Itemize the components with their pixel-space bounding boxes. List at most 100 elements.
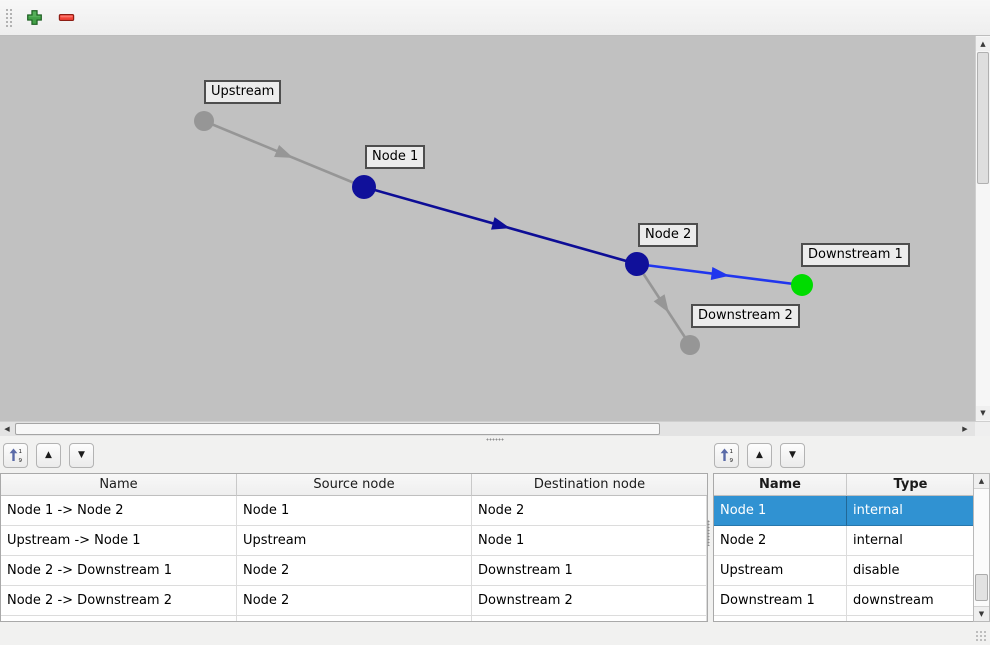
table-cell[interactable]: downstream bbox=[847, 586, 974, 616]
svg-text:9: 9 bbox=[729, 458, 733, 463]
table-cell[interactable]: Downstream 2 bbox=[472, 586, 707, 616]
table-cell[interactable]: disable bbox=[847, 556, 974, 586]
graph-svg bbox=[194, 111, 813, 355]
scroll-right-icon[interactable]: ▶ bbox=[962, 425, 968, 433]
graph-node[interactable] bbox=[680, 335, 700, 355]
table-cell[interactable]: Node 1 bbox=[472, 526, 707, 556]
column-header[interactable]: Source node bbox=[237, 474, 472, 496]
table-cell[interactable]: Node 2 bbox=[714, 526, 847, 556]
edge-arrow-icon bbox=[274, 144, 294, 158]
empty-row bbox=[714, 616, 974, 621]
node-label[interactable]: Upstream bbox=[204, 80, 282, 104]
remove-button[interactable] bbox=[53, 5, 79, 31]
table-cell[interactable]: Node 2 -> Downstream 1 bbox=[1, 556, 237, 586]
column-header[interactable]: Type bbox=[847, 474, 974, 496]
sort-ascending-icon: 1 9 bbox=[720, 448, 733, 463]
table-cell[interactable]: Upstream -> Node 1 bbox=[1, 526, 237, 556]
node-label[interactable]: Downstream 2 bbox=[691, 304, 800, 328]
horizontal-pane-splitter[interactable] bbox=[0, 436, 990, 443]
sort-ascending-icon: 1 9 bbox=[9, 448, 22, 463]
toolbar-grip[interactable] bbox=[4, 6, 13, 29]
table-cell[interactable]: Node 2 bbox=[237, 556, 472, 586]
add-button[interactable] bbox=[21, 5, 47, 31]
edges-move-down-button[interactable]: ▼ bbox=[69, 443, 94, 468]
table-cell[interactable]: internal bbox=[847, 526, 974, 556]
vertical-pane-splitter[interactable] bbox=[707, 520, 710, 546]
table-cell[interactable]: Node 2 bbox=[472, 496, 707, 526]
svg-text:9: 9 bbox=[18, 458, 22, 463]
scrollbar-corner bbox=[975, 421, 990, 436]
scroll-down-icon[interactable]: ▼ bbox=[976, 406, 990, 420]
down-arrow-icon: ▼ bbox=[789, 450, 796, 460]
nodes-table-scrollbar[interactable]: ▲ ▼ bbox=[973, 473, 990, 622]
graph-node[interactable] bbox=[352, 175, 376, 199]
up-arrow-icon: ▲ bbox=[756, 450, 763, 460]
canvas-horizontal-scrollbar[interactable]: ◀ ▶ bbox=[0, 421, 975, 436]
table-cell[interactable]: Node 2 bbox=[237, 586, 472, 616]
table-cell[interactable]: Downstream 1 bbox=[714, 586, 847, 616]
edges-sort-button[interactable]: 1 9 bbox=[3, 443, 28, 468]
edges-move-up-button[interactable]: ▲ bbox=[36, 443, 61, 468]
main-toolbar bbox=[0, 0, 990, 36]
canvas-hscroll-row: ◀ ▶ bbox=[0, 421, 990, 436]
canvas-vertical-scrollbar[interactable]: ▲ ▼ bbox=[975, 36, 990, 421]
table-cell[interactable]: Node 1 -> Node 2 bbox=[1, 496, 237, 526]
window-resize-grip[interactable] bbox=[975, 630, 987, 642]
table-cell[interactable]: Upstream bbox=[237, 526, 472, 556]
column-header[interactable]: Name bbox=[1, 474, 237, 496]
scroll-up-icon[interactable]: ▲ bbox=[974, 474, 989, 489]
table-cell[interactable]: Downstream 1 bbox=[472, 556, 707, 586]
svg-text:1: 1 bbox=[729, 449, 733, 455]
table-cell[interactable]: Node 1 bbox=[714, 496, 847, 526]
nodes-sort-button[interactable]: 1 9 bbox=[714, 443, 739, 468]
scroll-down-icon[interactable]: ▼ bbox=[974, 606, 989, 621]
node-label[interactable]: Node 1 bbox=[365, 145, 426, 169]
graph-node[interactable] bbox=[194, 111, 214, 131]
scroll-up-icon[interactable]: ▲ bbox=[976, 37, 990, 51]
empty-row bbox=[1, 616, 707, 621]
column-header[interactable]: Destination node bbox=[472, 474, 707, 496]
table-cell[interactable]: Upstream bbox=[714, 556, 847, 586]
edge-arrow-icon bbox=[491, 217, 511, 230]
plus-icon bbox=[26, 10, 42, 25]
graph-node[interactable] bbox=[791, 274, 813, 296]
nodes-move-down-button[interactable]: ▼ bbox=[780, 443, 805, 468]
edge-arrow-icon bbox=[710, 267, 730, 280]
nodes-move-up-button[interactable]: ▲ bbox=[747, 443, 772, 468]
empty-cell bbox=[714, 616, 847, 621]
empty-cell bbox=[472, 616, 707, 621]
down-arrow-icon: ▼ bbox=[78, 450, 85, 460]
table-cell[interactable]: Node 1 bbox=[237, 496, 472, 526]
table-cell[interactable]: Node 2 -> Downstream 2 bbox=[1, 586, 237, 616]
column-header[interactable]: Name bbox=[714, 474, 847, 496]
node-label[interactable]: Downstream 1 bbox=[801, 243, 910, 267]
splitter-grip-icon bbox=[486, 438, 504, 441]
table-scrollbar-thumb[interactable] bbox=[975, 574, 988, 601]
vertical-scrollbar-thumb[interactable] bbox=[977, 52, 989, 184]
minus-icon bbox=[58, 13, 74, 22]
node-label[interactable]: Node 2 bbox=[638, 223, 699, 247]
empty-cell bbox=[1, 616, 237, 621]
scroll-left-icon[interactable]: ◀ bbox=[4, 425, 10, 433]
table-cell[interactable]: internal bbox=[847, 496, 974, 526]
graph-node[interactable] bbox=[625, 252, 649, 276]
up-arrow-icon: ▲ bbox=[45, 450, 52, 460]
empty-cell bbox=[847, 616, 974, 621]
edge-arrow-icon bbox=[653, 294, 669, 313]
horizontal-scrollbar-thumb[interactable] bbox=[15, 423, 660, 435]
